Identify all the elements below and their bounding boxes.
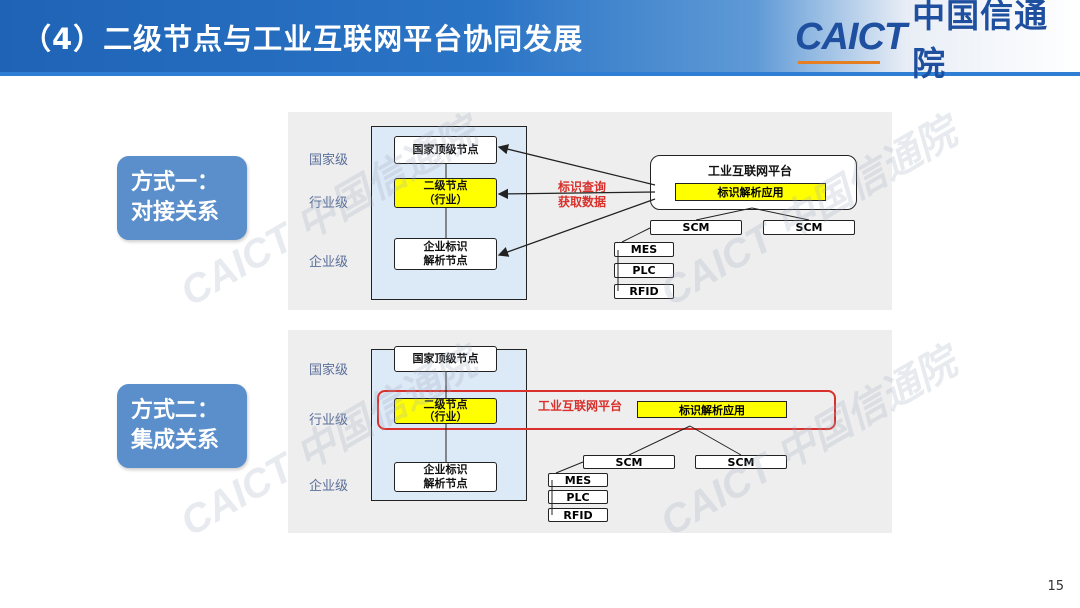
mode2-secondary-node: 二级节点 （行业）	[394, 398, 497, 424]
mode1-level-industry: 行业级	[309, 196, 349, 211]
mode2-enterprise-node: 企业标识 解析节点	[394, 462, 497, 492]
mode2-plc: PLC	[548, 490, 608, 504]
mode1-app-box: 标识解析应用	[675, 183, 826, 201]
mode1-link-scm-1	[695, 207, 753, 221]
mode1-secondary-node: 二级节点 （行业）	[394, 178, 497, 208]
mode1-arrow-to-top	[497, 144, 656, 186]
slide-title: （4）二级节点与工业互联网平台协同发展	[22, 22, 584, 56]
mode1-arrow-to-secondary	[497, 188, 656, 200]
mode1-mes: MES	[614, 242, 674, 257]
mode2-rfid: RFID	[548, 508, 608, 522]
mode1-enterprise-node: 企业标识 解析节点	[394, 238, 497, 270]
mode2-app-box: 标识解析应用	[637, 401, 787, 418]
mode1-label-line2: 对接关系	[131, 200, 220, 225]
mode2-top-node: 国家顶级节点	[394, 346, 497, 372]
mode2-mes: MES	[548, 473, 608, 487]
page-number: 15	[1047, 579, 1064, 594]
mode1-query-label: 标识查询 获取数据	[558, 180, 607, 209]
mode1-link-systems	[621, 227, 651, 243]
mode1-scm-1: SCM	[650, 220, 742, 235]
logo-chinese-text: 中国信通院	[912, 0, 1049, 83]
mode1-link-scm-2	[751, 207, 810, 221]
mode2-link-scm-2	[689, 425, 742, 456]
mode1-plc: PLC	[614, 263, 674, 278]
mode1-level-enterprise: 企业级	[309, 255, 349, 270]
mode1-top-node: 国家顶级节点	[394, 136, 497, 164]
mode2-scm-2: SCM	[695, 455, 787, 469]
caict-logo: CAICT 中国信通院	[795, 0, 1080, 83]
mode2-link-systems	[555, 461, 584, 474]
mode2-label-line2: 集成关系	[131, 428, 220, 453]
mode1-scm-2: SCM	[763, 220, 855, 235]
mode2-level-enterprise: 企业级	[309, 479, 349, 494]
title-bar	[0, 0, 1080, 72]
mode2-level-national: 国家级	[309, 363, 349, 378]
mode1-arrow-to-enterprise	[497, 198, 656, 257]
mode1-level-national: 国家级	[309, 153, 349, 168]
logo-latin-text: CAICT	[795, 15, 907, 58]
mode2-level-industry: 行业级	[309, 413, 349, 428]
mode2-label-line1: 方式二：	[131, 398, 220, 423]
mode2-platform-title: 工业互联网平台	[538, 399, 623, 413]
mode1-rfid: RFID	[614, 284, 674, 299]
mode2-label: 方式二： 集成关系	[117, 384, 247, 468]
mode1-platform-title: 工业互联网平台	[708, 164, 793, 178]
mode1-label: 方式一： 对接关系	[117, 156, 247, 240]
logo-accent-bar	[798, 61, 880, 64]
mode2-integration-frame	[377, 390, 836, 430]
mode2-scm-1: SCM	[583, 455, 675, 469]
mode2-link-scm-1	[628, 425, 691, 456]
mode1-label-line1: 方式一：	[131, 170, 220, 195]
title-underline	[0, 72, 1080, 76]
